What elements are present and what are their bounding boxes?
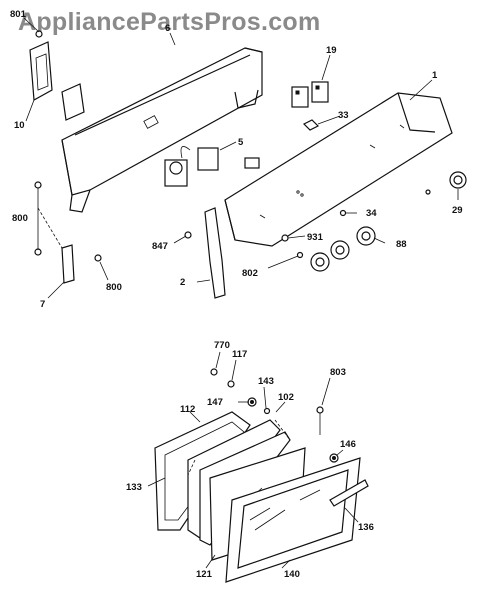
callout-140: 140 (284, 569, 300, 580)
door-fasteners (210, 368, 339, 463)
callout-2: 2 (180, 277, 185, 288)
callout-88: 88 (396, 239, 407, 250)
callout-931: 931 (307, 232, 324, 243)
callout-19: 19 (326, 45, 337, 56)
backguard-frame (61, 47, 263, 213)
callout-labels: 801 6 19 1 33 5 10 800 34 29 847 931 88 … (10, 9, 463, 580)
callout-29: 29 (452, 205, 463, 216)
callout-800-b: 800 (106, 282, 122, 293)
callout-117: 117 (232, 349, 247, 360)
knob-29 (449, 171, 467, 189)
clip (302, 119, 320, 131)
callout-6: 6 (165, 23, 170, 34)
callout-847: 847 (152, 241, 168, 252)
callout-133: 133 (126, 482, 142, 493)
fasteners (34, 30, 431, 262)
control-panel (224, 92, 453, 247)
bracket-7 (61, 244, 75, 284)
bracket-2 (204, 207, 226, 299)
callout-102: 102 (278, 392, 294, 403)
callout-147: 147 (207, 397, 223, 408)
knob-88 (310, 226, 376, 272)
callout-10: 10 (14, 120, 25, 131)
callout-770: 770 (214, 340, 230, 351)
callout-803: 803 (330, 367, 346, 378)
callout-802: 802 (242, 268, 258, 279)
callout-800-a: 800 (12, 213, 28, 224)
callout-34: 34 (366, 208, 377, 219)
leader-lines-upper (23, 17, 459, 299)
callout-112: 112 (180, 404, 195, 415)
callout-121: 121 (196, 569, 213, 580)
clock-components (164, 146, 260, 187)
side-bracket (29, 41, 85, 121)
callout-136: 136 (358, 522, 374, 533)
callout-33: 33 (338, 110, 349, 121)
leader-lines-lower (147, 351, 359, 569)
callout-143: 143 (258, 376, 274, 387)
push-button-switches (291, 81, 329, 108)
watermark-logo: AppliancePartsPros.com (18, 8, 321, 36)
callout-5: 5 (238, 137, 244, 148)
callout-7: 7 (40, 299, 45, 310)
callout-146: 146 (340, 439, 356, 450)
door-handle (329, 479, 369, 507)
door-outer-frame (225, 457, 361, 583)
callout-1: 1 (432, 70, 438, 81)
callout-801: 801 (10, 9, 27, 20)
